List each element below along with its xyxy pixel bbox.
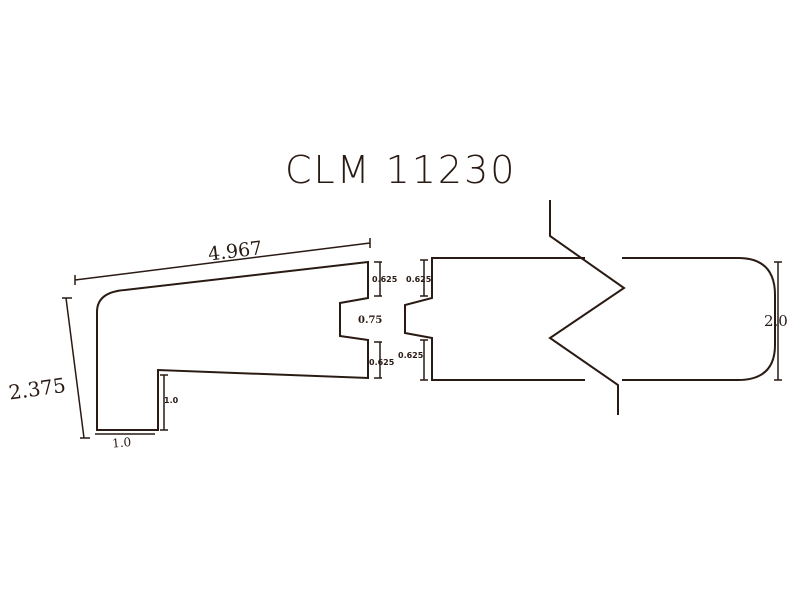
right-board-left-edge [404,257,585,381]
tongue-bottom-dimension-line [374,341,382,379]
groove-top-label: 0.625 [406,275,432,284]
break-line [548,200,626,415]
tongue-width-label: 0.75 [358,315,382,326]
side-height-dimension-line [62,297,90,439]
thickness-dimension-line [774,261,782,381]
side-height-label: 2.375 [7,373,67,405]
left-profile-outline [96,260,369,431]
tongue-top-dimension-line [374,261,382,297]
foot-height-label: 1.0 [164,396,179,405]
right-board-right-edge [622,257,776,381]
foot-height-dimension-line [160,374,168,431]
tongue-top-label: 0.625 [372,275,398,284]
drawing-title: CLM 11230 [285,148,516,192]
groove-bottom-dimension-line [420,339,428,381]
groove-top-dimension-line [420,259,428,297]
thickness-label: 2.0 [764,312,788,330]
groove-bottom-label: 0.625 [398,351,424,360]
foot-width-label: 1.0 [112,435,132,451]
top-length-label: 4.967 [207,237,264,265]
tongue-bottom-label: 0.625 [369,358,395,367]
top-length-dimension-line [74,238,371,285]
